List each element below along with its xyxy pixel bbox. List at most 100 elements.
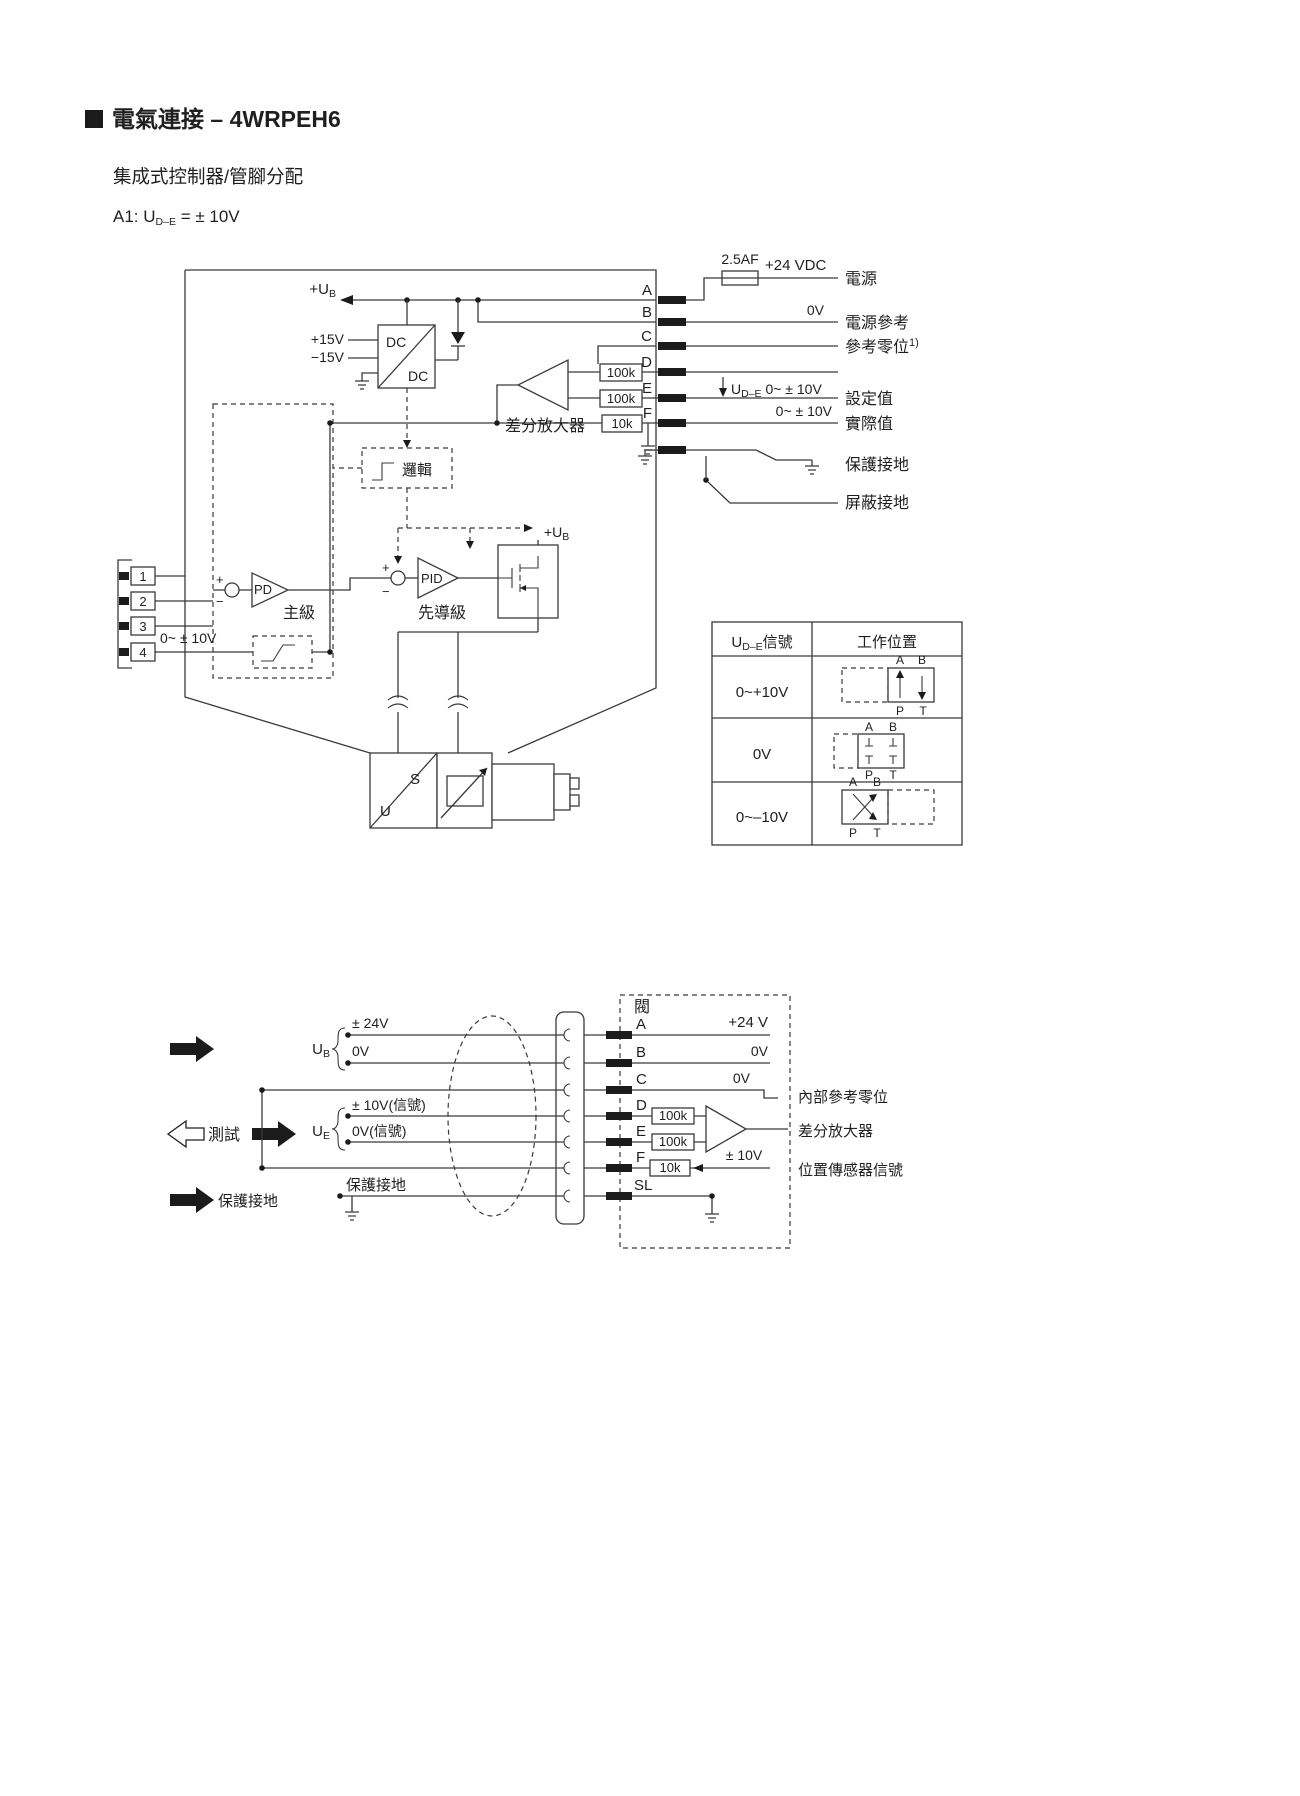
pin3-label: 3 xyxy=(139,619,146,634)
working-position-table: UD–E信號 工作位置 0~+10V 0V 0~–10V A B P T A B… xyxy=(711,621,963,846)
arrow-test-in xyxy=(252,1121,296,1147)
logic-block: 邏輯 xyxy=(333,388,533,564)
valve-u-label: U xyxy=(380,803,391,820)
table-header-position: 工作位置 xyxy=(857,634,917,651)
earth-symbol-cable xyxy=(344,1205,360,1221)
earth-symbol-sl xyxy=(704,1207,720,1223)
cable-side: UB ± 24V 0V 測試 UE ± 10V(信號) 0V(信號) 保護接地 … xyxy=(166,1015,564,1221)
v0b-label: 0V xyxy=(733,1070,751,1086)
svg-text:B: B xyxy=(873,775,881,789)
valve-s-label: S xyxy=(410,771,420,788)
pm10-sig-label: ± 10V(信號) xyxy=(352,1097,426,1113)
summing-point-pilot xyxy=(390,570,406,586)
svg-text:F: F xyxy=(636,1149,645,1166)
pos-sensor-label: 位置傳感器信號 xyxy=(798,1162,903,1179)
zero-volt-label: 0V xyxy=(807,302,825,318)
shield-ground-label: 屏蔽接地 xyxy=(845,494,909,512)
pilot-stage-label: 先導級 xyxy=(418,603,466,622)
svg-text:−: − xyxy=(216,594,224,609)
svg-text:T: T xyxy=(889,768,897,782)
power-label: 電源 xyxy=(845,270,877,288)
pin1-label: 1 xyxy=(139,569,146,584)
v24-label: +24 V xyxy=(728,1014,768,1031)
svg-text:B: B xyxy=(636,1044,646,1061)
ref-zero-label: 參考零位1) xyxy=(845,337,919,356)
svg-text:+: + xyxy=(382,560,390,575)
table-row2-signal: 0V xyxy=(753,746,771,763)
dcdc-converter: DC DC +15V −15V xyxy=(311,300,465,390)
step-function-box xyxy=(252,635,313,669)
pin-a-contact xyxy=(658,296,686,304)
svg-text:A: A xyxy=(865,720,873,734)
pin-f-label: F xyxy=(643,405,652,422)
pin2-label: 2 xyxy=(139,594,146,609)
p15-label: +15V xyxy=(311,331,345,347)
pid-amp-symbol xyxy=(417,556,460,600)
pin-a-label: A xyxy=(642,282,652,299)
pin-e-contact xyxy=(658,394,686,402)
pm10-label: ± 10V xyxy=(726,1147,763,1163)
earth-symbol-sensor xyxy=(640,439,656,455)
prot-ground-cable-label: 保護接地 xyxy=(346,1177,406,1194)
valve-assembly: S U xyxy=(369,752,580,829)
pin-c-contact xyxy=(658,342,686,350)
internal-ref-label: 內部參考零位 xyxy=(798,1089,888,1106)
logic-label: 邏輯 xyxy=(402,462,432,479)
diff-amp-label-bottom: 差分放大器 xyxy=(798,1123,873,1140)
table-row1-signal: 0~+10V xyxy=(736,684,789,701)
output-stage xyxy=(497,544,559,619)
page-title: 電氣連接 – 4WRPEH6 xyxy=(112,106,341,132)
actual-label: 實際值 xyxy=(845,414,893,433)
v0a-label: 0V xyxy=(751,1043,769,1059)
prot-ground-arrow-label: 保護接地 xyxy=(218,1193,278,1210)
pd-amp-symbol xyxy=(251,571,290,609)
input-network: 100k 100k 10k 差分放大器 xyxy=(330,345,658,465)
ub-label-bottom: UB xyxy=(312,1041,330,1060)
ub2-label: +UB xyxy=(544,524,569,543)
valve-symbol-row3: A B P T xyxy=(841,775,935,840)
cable-break-marks xyxy=(387,695,469,709)
diff-amp-label: 差分放大器 xyxy=(505,417,585,435)
solenoid-arrow xyxy=(479,768,487,776)
setpoint-label: 設定值 xyxy=(845,390,893,408)
svg-text:10k: 10k xyxy=(612,416,633,431)
earth-symbol-right xyxy=(804,459,820,475)
pin-d-contact xyxy=(658,368,686,376)
svg-text:100k: 100k xyxy=(607,391,636,406)
heading-square-bullet xyxy=(85,110,103,128)
svg-text:100k: 100k xyxy=(659,1108,688,1123)
svg-text:B: B xyxy=(918,653,926,667)
pid-label: PID xyxy=(421,571,443,586)
summing-point-main xyxy=(224,582,240,598)
ude-annotation: UD–E 0~ ± 10V xyxy=(731,381,822,400)
main-stage: + − PD 主級 xyxy=(212,403,391,679)
valve-label: 閥 xyxy=(634,999,650,1016)
pin-e-label: E xyxy=(642,380,652,397)
svg-text:T: T xyxy=(873,826,881,840)
valve-dashed-outline xyxy=(619,994,791,1249)
table-header-signal: UD–E信號 xyxy=(731,634,792,653)
ub-arrowhead xyxy=(340,295,353,305)
resistor-100k-e xyxy=(651,1133,695,1151)
connector-pins-right: A B C D E F xyxy=(641,282,686,454)
pin4-label: 4 xyxy=(139,645,146,660)
left-range-label: 0~ ± 10V xyxy=(160,630,217,646)
svg-text:B: B xyxy=(889,720,897,734)
svg-text:D: D xyxy=(636,1097,647,1114)
earth-symbol-dcdc xyxy=(354,374,370,390)
prot-ground-label: 保護接地 xyxy=(845,456,909,474)
pin-c-label: C xyxy=(641,328,652,345)
valve-symbol-row2: A B P T xyxy=(833,720,905,782)
pin-f-contact xyxy=(658,419,686,427)
v0-sig-label: 0V(信號) xyxy=(352,1123,406,1139)
supply-voltage-label: +24 VDC xyxy=(765,257,826,274)
controller-block-diagram: A B C D E F 2.5AF +24 VDC 電源 0V 電源參考 參考零… xyxy=(117,251,919,829)
ub-rail: +UB xyxy=(309,281,656,323)
valve-symbol-row1: A B P T xyxy=(841,653,935,718)
ub-label: +UB xyxy=(309,281,336,300)
pd-label: PD xyxy=(254,582,272,597)
svg-text:P: P xyxy=(896,704,904,718)
ub-brace xyxy=(331,1027,346,1071)
